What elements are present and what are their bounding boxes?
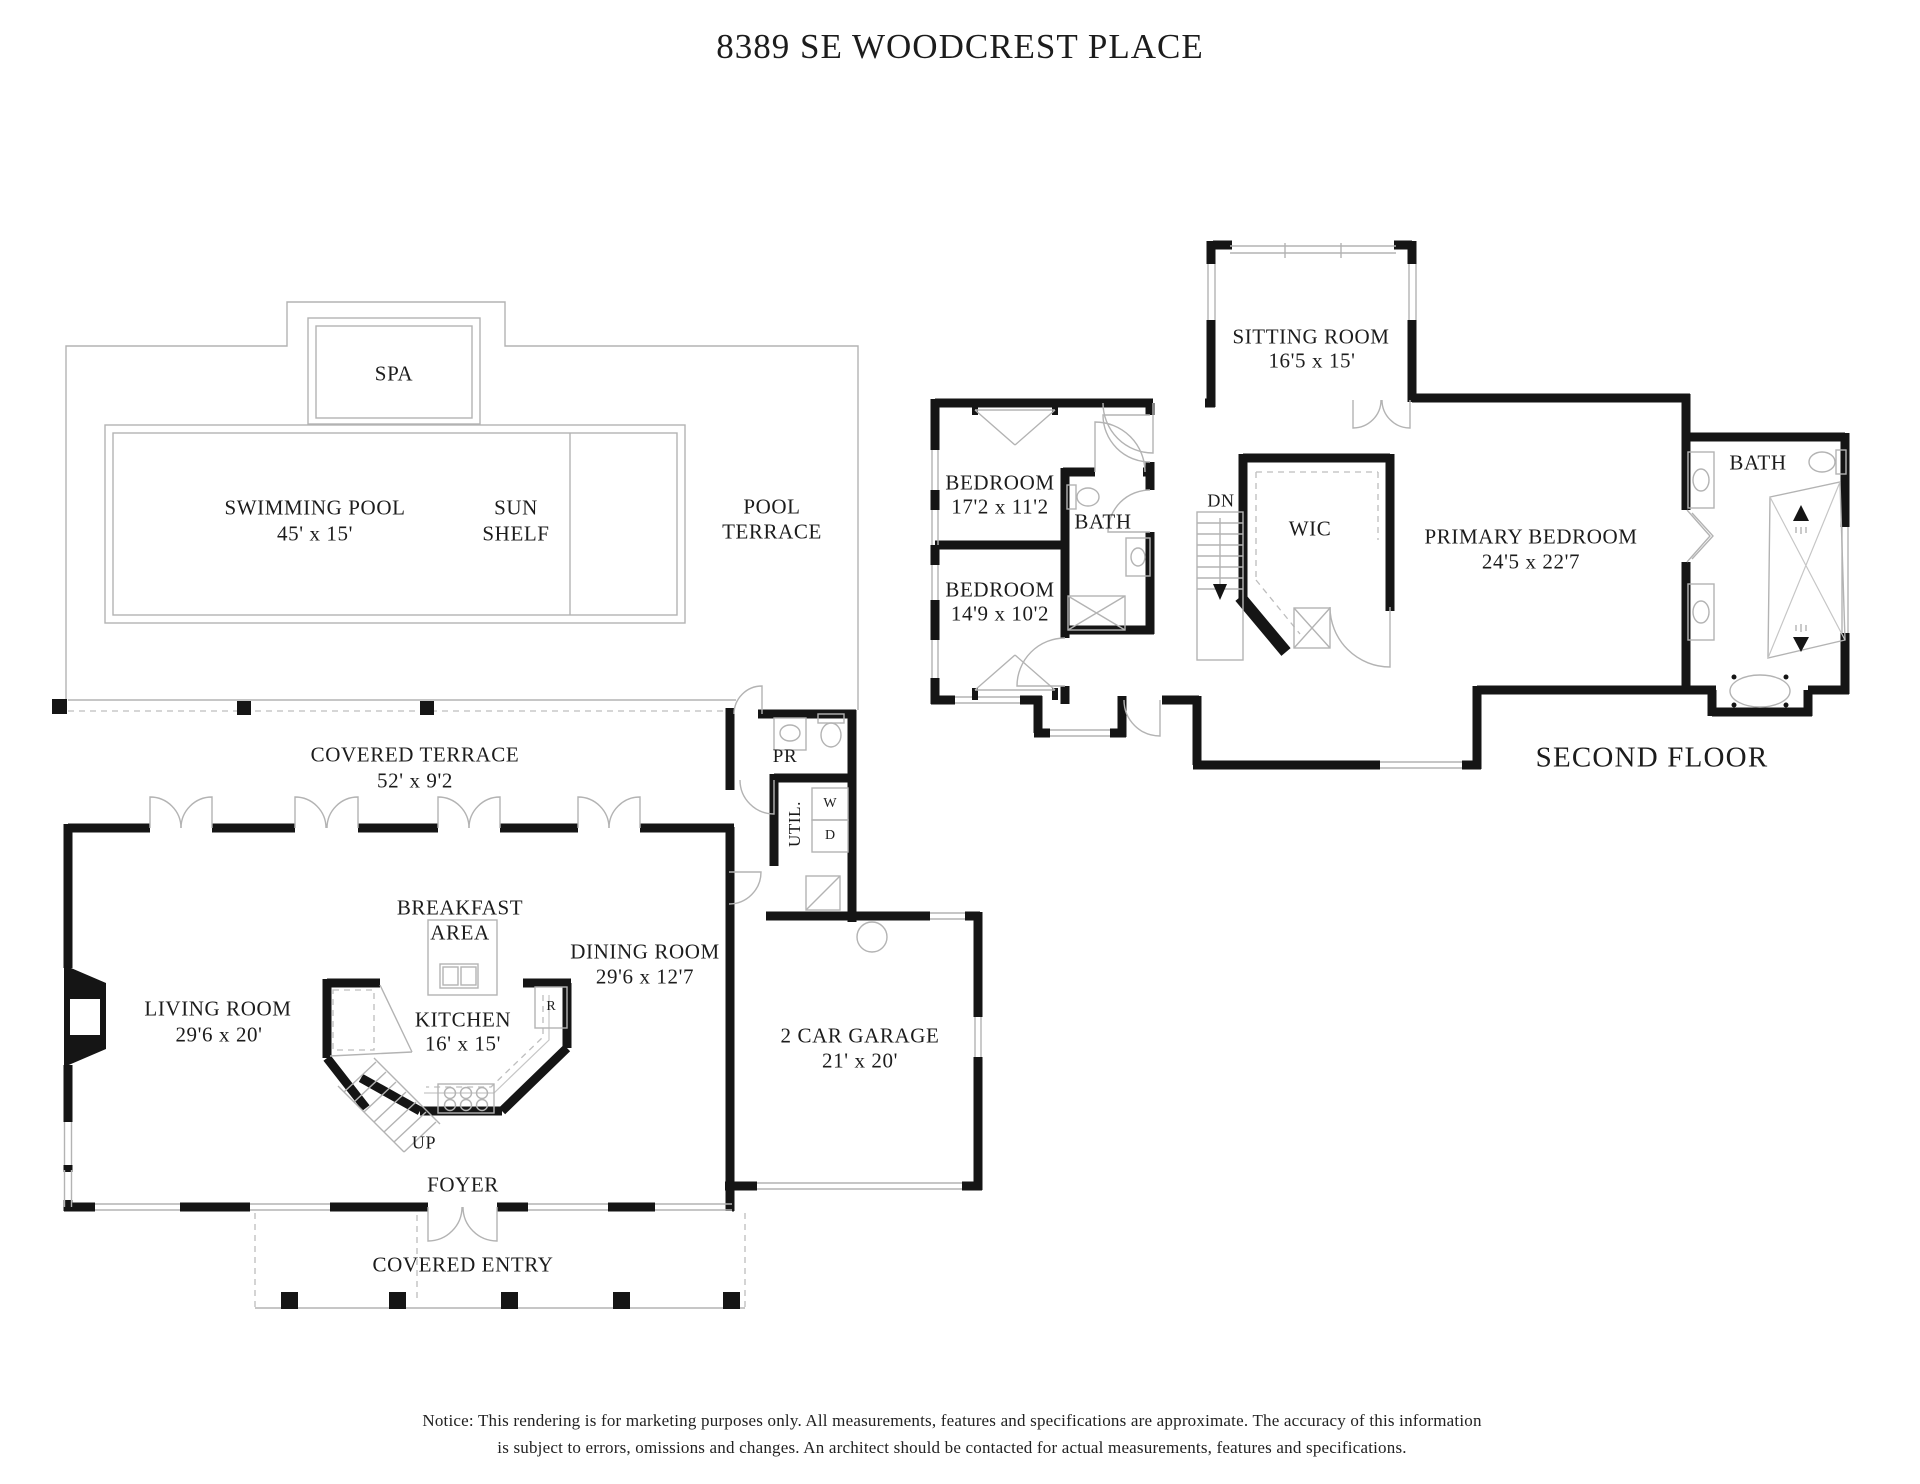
label-sun-shelf-1: SUN bbox=[494, 495, 538, 520]
water-heater bbox=[856, 921, 888, 953]
label-foyer: FOYER bbox=[427, 1172, 499, 1197]
label-living-room-dims: 29'6 x 20' bbox=[175, 1022, 263, 1047]
label-sun-shelf-2: SHELF bbox=[482, 521, 550, 546]
pool-terrace-outline bbox=[65, 301, 859, 712]
label-sitting-room: SITTING ROOM bbox=[1232, 324, 1390, 349]
second-floor-walls bbox=[930, 240, 1850, 770]
label-wic: WIC bbox=[1288, 516, 1332, 541]
label-dining-room: DINING ROOM bbox=[570, 939, 720, 964]
label-covered-terrace: COVERED TERRACE bbox=[310, 742, 520, 767]
label-bedroom1: BEDROOM bbox=[945, 470, 1055, 495]
notice-line-2: is subject to errors, omissions and chan… bbox=[497, 1438, 1407, 1457]
label-living-room: LIVING ROOM bbox=[144, 996, 292, 1021]
label-dining-room-dims: 29'6 x 12'7 bbox=[595, 964, 695, 989]
label-hall-bath: BATH bbox=[1074, 509, 1132, 534]
notice-line-1: Notice: This rendering is for marketing … bbox=[422, 1411, 1482, 1430]
label-up: UP bbox=[411, 1132, 437, 1153]
garage-fixtures bbox=[856, 921, 888, 953]
stairs-dn bbox=[1196, 511, 1244, 661]
label-bedroom1-dims: 17'2 x 11'2 bbox=[951, 494, 1049, 519]
label-kitchen: KITCHEN bbox=[414, 1007, 512, 1032]
label-dn: DN bbox=[1207, 490, 1235, 511]
label-bedroom2: BEDROOM bbox=[945, 577, 1055, 602]
label-spa: SPA bbox=[374, 361, 414, 386]
label-covered-entry: COVERED ENTRY bbox=[372, 1252, 554, 1277]
label-fridge: R bbox=[546, 999, 556, 1014]
pr-util-fixtures bbox=[773, 713, 849, 911]
label-swimming-pool: SWIMMING POOL bbox=[224, 495, 406, 520]
label-sitting-room-dims: 16'5 x 15' bbox=[1268, 348, 1356, 373]
label-garage: 2 CAR GARAGE bbox=[780, 1023, 940, 1048]
hall-bath-fixtures bbox=[1066, 484, 1151, 631]
bedroom-closets bbox=[972, 403, 1058, 700]
shower-box bbox=[805, 875, 841, 911]
label-primary-bedroom: PRIMARY BEDROOM bbox=[1424, 524, 1638, 549]
label-pool-terrace-2: TERRACE bbox=[722, 519, 822, 544]
label-garage-dims: 21' x 20' bbox=[822, 1048, 898, 1073]
page-title: 8389 SE WOODCREST PLACE bbox=[716, 27, 1204, 66]
covered-entry-structure bbox=[254, 1213, 746, 1309]
label-breakfast-1: BREAKFAST bbox=[396, 895, 524, 920]
first-floor-windows bbox=[63, 912, 982, 1211]
kitchen-fixtures bbox=[332, 919, 568, 1114]
dryer-box bbox=[811, 819, 849, 853]
primary-bath-fixtures bbox=[1687, 449, 1847, 708]
label-util: UTIL. bbox=[785, 801, 804, 847]
label-breakfast-2: AREA bbox=[430, 920, 490, 945]
first-floor-doors bbox=[149, 685, 775, 1242]
label-covered-terrace-dims: 52' x 9'2 bbox=[377, 768, 453, 793]
refrigerator-box bbox=[534, 986, 568, 1029]
first-floor-walls bbox=[63, 708, 983, 1212]
label-washer: W bbox=[823, 796, 837, 811]
stairs-up bbox=[337, 1057, 441, 1153]
label-primary-bath: BATH bbox=[1729, 450, 1787, 475]
label-primary-bedroom-dims: 24'5 x 22'7 bbox=[1481, 549, 1581, 574]
label-swimming-pool-dims: 45' x 15' bbox=[277, 521, 353, 546]
label-pool-terrace-1: POOL bbox=[743, 494, 801, 519]
second-floor-doors bbox=[1016, 399, 1714, 737]
label-second-floor: SECOND FLOOR bbox=[1535, 741, 1769, 774]
covered-terrace-structure bbox=[52, 699, 736, 715]
second-floor-windows bbox=[931, 243, 1849, 769]
label-bedroom2-dims: 14'9 x 10'2 bbox=[950, 601, 1050, 626]
label-pr: PR bbox=[772, 746, 798, 767]
label-dryer: D bbox=[824, 828, 836, 843]
label-kitchen-dims: 16' x 15' bbox=[425, 1031, 501, 1056]
freestanding-tub bbox=[1729, 674, 1791, 708]
wic-fixtures bbox=[1255, 471, 1379, 649]
